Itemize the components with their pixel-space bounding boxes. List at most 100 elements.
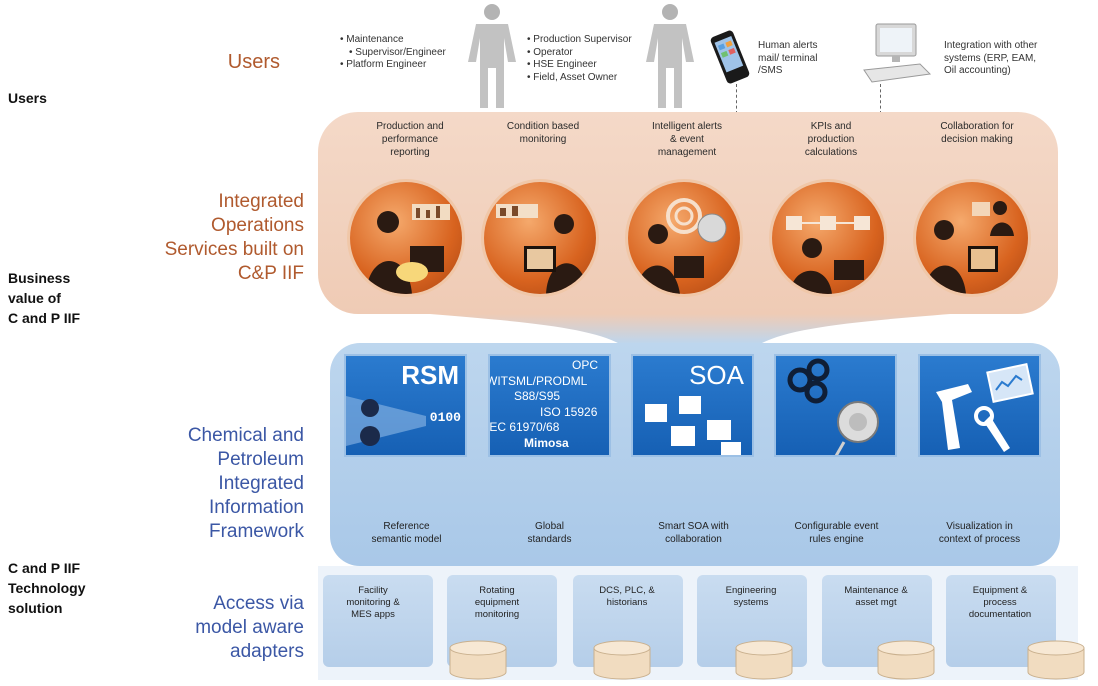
service-label-line: calculations — [804, 147, 858, 158]
human-alerts-note: Human alerts mail/ terminal /SMS — [758, 40, 817, 78]
caption-line: rules engine — [809, 534, 864, 545]
framework-title-line: Framework — [208, 521, 304, 542]
standard-item: Mimosa — [524, 435, 569, 450]
database-cylinder-icon — [593, 640, 651, 680]
database-cylinder-icon — [449, 640, 507, 680]
framework-title-line: Chemical and — [187, 425, 304, 446]
adapters-title-line: Access via — [213, 593, 304, 614]
service-label-line: decision making — [941, 134, 1013, 145]
puzzle-pieces-icon — [645, 396, 741, 455]
standard-item: IEC 61970/68 — [488, 420, 560, 434]
rsm-title: RSM — [401, 360, 459, 390]
framework-caption-visualization: Visualization in context of process — [912, 520, 1047, 546]
integration-note: Integration with other systems (ERP, EAM… — [944, 40, 1037, 78]
caption-line: standards — [527, 534, 572, 545]
service-intelligent-alerts[interactable] — [628, 182, 740, 294]
note-line: Integration with other — [944, 40, 1038, 51]
user-role: Platform Engineer — [340, 59, 446, 72]
adapter-label-line: asset mgt — [855, 597, 897, 608]
services-title-line: Operations — [211, 215, 304, 236]
user-role: HSE Engineer — [527, 59, 632, 72]
framework-caption-soa: Smart SOA with collaboration — [626, 520, 761, 546]
computer-icon — [860, 22, 932, 88]
side-label-users: Users — [8, 90, 47, 106]
caption-line: Reference — [383, 521, 430, 532]
note-line: Oil accounting) — [944, 65, 1011, 76]
service-label-line: monitoring — [519, 134, 567, 145]
adapter-label-line: MES apps — [351, 609, 395, 620]
users-layer-title: Users — [227, 51, 280, 73]
service-label-collaboration: Collaboration for decision making — [912, 120, 1042, 146]
tools-chart-icon — [936, 362, 1034, 452]
rsm-binary: 0100 — [429, 410, 461, 425]
adapters-layer-title: Access via model aware adapters — [130, 592, 304, 664]
standards-tile[interactable]: OPC WITSML/PRODML S88/S95 ISO 15926 IEC … — [488, 354, 611, 457]
user-role-text: Supervisor/Engineer — [355, 46, 446, 58]
side-label-business-value: Business value of C and P IIF — [8, 270, 81, 326]
soa-tile[interactable]: SOA — [631, 354, 754, 457]
database-cylinder-icon — [735, 640, 793, 680]
note-line: /SMS — [758, 65, 783, 76]
caption-line: Smart SOA with — [658, 521, 729, 532]
framework-caption-rsm: Reference semantic model — [339, 520, 474, 546]
side-label-technology: C and P IIF Technology solution — [8, 560, 86, 616]
adapter-label-line: process — [983, 597, 1017, 608]
framework-title-line: Petroleum — [217, 449, 304, 470]
caption-line: Configurable event — [794, 521, 879, 532]
adapter-label-line: Equipment & — [972, 585, 1028, 596]
collaboration-icon — [924, 201, 1014, 294]
adapter-facility-monitoring[interactable] — [323, 575, 433, 667]
rsm-tile[interactable]: RSM 0100 — [344, 354, 467, 457]
framework-caption-standards: Global standards — [482, 520, 617, 546]
user-group-maintenance: Maintenance Supervisor/Engineer Platform… — [340, 34, 446, 72]
user-group-production: Production Supervisor Operator HSE Engin… — [527, 34, 632, 85]
adapter-label: Engineering systems — [696, 585, 806, 609]
adapters-title-line: model aware — [195, 617, 304, 638]
adapter-label: Facility monitoring & MES apps — [318, 585, 428, 621]
service-label-line: Intelligent alerts — [651, 121, 723, 132]
service-condition-monitoring[interactable] — [484, 182, 596, 294]
caption-line: semantic model — [371, 534, 442, 545]
alarm-bell-icon — [636, 198, 727, 294]
service-label-line: production — [807, 134, 855, 145]
service-label-line: performance — [381, 134, 439, 145]
service-label-line: Production and — [376, 121, 444, 132]
services-title-line: Integrated — [218, 191, 304, 212]
adapter-label-line: Engineering — [725, 585, 777, 596]
adapter-label-line: documentation — [968, 609, 1032, 620]
service-kpis[interactable] — [772, 182, 884, 294]
person-icon — [640, 2, 700, 110]
services-layer-title: Integrated Operations Services built on … — [110, 190, 304, 286]
service-collaboration[interactable] — [916, 182, 1028, 294]
service-label-line: Collaboration for — [940, 121, 1014, 132]
connector-line — [880, 84, 881, 114]
caption-line: context of process — [938, 534, 1021, 545]
user-role: Field, Asset Owner — [527, 72, 632, 85]
service-production-reporting[interactable] — [350, 182, 462, 294]
standards-list: OPC WITSML/PRODML S88/S95 ISO 15926 IEC … — [488, 358, 609, 451]
service-label-line: management — [657, 147, 717, 158]
services-title-line: C&P IIF — [237, 263, 304, 284]
rsm-graph-icon — [346, 396, 426, 446]
note-line: Human alerts — [758, 40, 818, 51]
user-role: Maintenance — [340, 34, 446, 47]
adapter-label-line: Facility — [358, 585, 388, 596]
visualization-tile[interactable] — [918, 354, 1041, 457]
user-role: Operator — [527, 47, 632, 60]
gears-bell-icon — [787, 358, 879, 455]
rules-engine-tile[interactable] — [774, 354, 897, 457]
service-label-production-reporting: Production and performance reporting — [345, 120, 475, 159]
service-label-line: & event — [670, 134, 704, 145]
framework-title-line: Integrated — [218, 473, 304, 494]
user-role-cont: Supervisor/Engineer — [340, 47, 446, 60]
service-label-condition-monitoring: Condition based monitoring — [478, 120, 608, 146]
adapters-title-line: adapters — [230, 641, 304, 662]
framework-title-line: Information — [208, 497, 304, 518]
adapter-label-line: equipment — [474, 597, 520, 608]
database-cylinder-icon — [1027, 640, 1085, 680]
mobile-phone-icon — [708, 28, 752, 86]
adapter-label: DCS, PLC, & historians — [572, 585, 682, 609]
standard-item: WITSML/PRODML — [488, 373, 588, 388]
adapter-label-line: monitoring & — [346, 597, 400, 608]
kpi-flow-icon — [786, 216, 870, 294]
